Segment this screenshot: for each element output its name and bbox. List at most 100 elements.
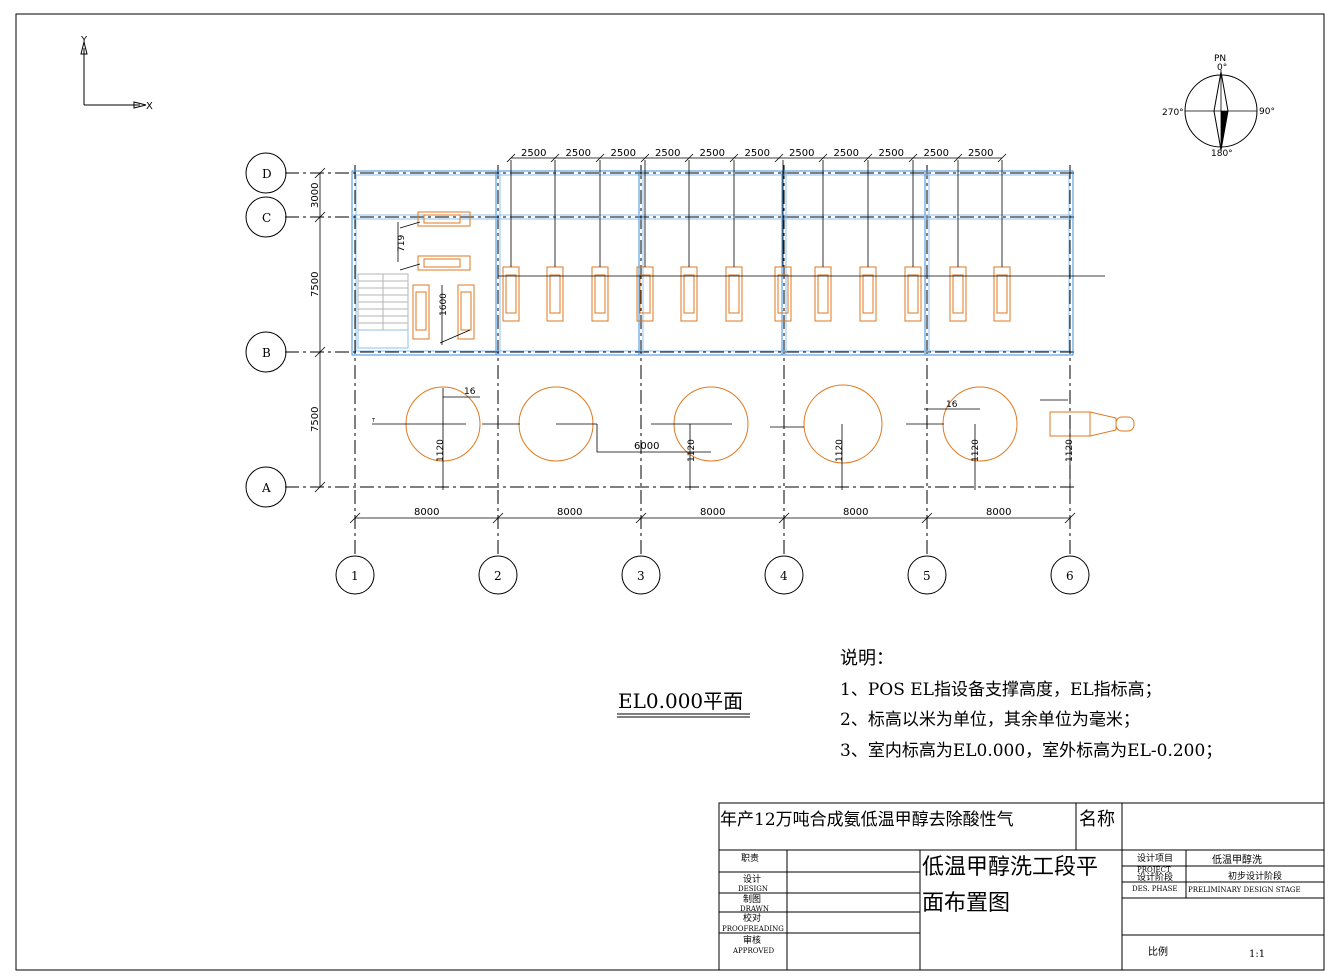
dim-col-3: 8000 [700, 507, 725, 518]
grid-col-label: 2 [494, 569, 502, 583]
approved-en: APPROVED [732, 947, 775, 955]
column-gridlines [354, 165, 1071, 555]
drawing-title-line-2: 面布置图 [922, 891, 1010, 916]
project-value: 低温甲醇洗 [1212, 853, 1262, 866]
dim-col-1: 8000 [414, 507, 439, 518]
dim-16-right: 16 [946, 400, 958, 410]
pump-8 [814, 160, 832, 322]
compass-90-label: 90° [1259, 107, 1275, 117]
design-en: DESIGN [738, 885, 768, 893]
dim-top-pitch: 2500 [879, 148, 904, 159]
dim-6000: 6000 [634, 441, 659, 452]
dim-1120-b: 1120 [687, 439, 697, 462]
compass-270-label: 270° [1162, 108, 1184, 118]
y-axis-label: Y [80, 35, 88, 46]
compass-0-label: 0° [1217, 63, 1227, 73]
grid-col-label: 1 [351, 569, 359, 583]
pump-2 [546, 160, 564, 322]
scale-value: 1:1 [1249, 949, 1265, 960]
tank-row [405, 384, 1135, 490]
plan-title: EL0.000平面 [618, 689, 743, 713]
phase-label-cn: 设计阶段 [1137, 871, 1173, 883]
dim-top-pitch: 2500 [789, 148, 814, 159]
scale-label: 比例 [1148, 945, 1168, 958]
grid-col-1: 1 [335, 555, 375, 595]
bottom-dimensions: 8000 8000 8000 8000 8000 [349, 507, 1076, 524]
grid-row-A: A [245, 466, 287, 508]
proof-cn: 校对 [743, 912, 761, 924]
pump-7 [774, 160, 792, 322]
dim-top-pitch: 2500 [745, 148, 770, 159]
svg-text:T: T [371, 418, 376, 424]
drawn-cn: 制图 [743, 893, 761, 905]
dim-1120-d: 1120 [971, 439, 981, 462]
notes-line-3: 3、室内标高为EL0.000，室外标高为EL-0.200； [840, 741, 1222, 761]
dim-col-2: 8000 [557, 507, 582, 518]
role-header: 职责 [741, 852, 759, 864]
compass-north-label: PN [1214, 54, 1226, 64]
approved-cn: 审核 [743, 934, 761, 946]
dim-1120-e: 1120 [1065, 439, 1075, 462]
dim-top-pitch: 2500 [700, 148, 725, 159]
phase-value-en: PRELIMINARY DESIGN STAGE [1188, 886, 1301, 894]
dim-1600: 1600 [439, 293, 449, 316]
horizontal-vessel [1049, 411, 1135, 437]
sheet-border [15, 13, 1325, 971]
grid-col-5: 5 [907, 555, 947, 595]
grid-col-4: 4 [764, 555, 804, 595]
name-label: 名称 [1079, 809, 1115, 830]
grid-row-label: B [262, 346, 271, 360]
dim-row-cb: 7500 [310, 272, 321, 297]
grid-row-D: D [245, 152, 287, 194]
left-dimensions: 3000 7500 7500 [310, 167, 326, 493]
grid-row-C: C [245, 196, 287, 238]
dim-col-4: 8000 [843, 507, 868, 518]
notes-line-1: 1、POS EL指设备支撑高度，EL指标高； [840, 680, 1162, 700]
pump-1 [502, 160, 520, 322]
notes-block: 说明： 1、POS EL指设备支撑高度，EL指标高； 2、标高以米为单位，其余单… [840, 648, 1222, 761]
xy-axis-indicator: Y X [80, 35, 153, 112]
project-name: 年产12万吨合成氨低温甲醇去除酸性气 [720, 810, 1014, 830]
small-dimensions: 719 1600 16 16 6000 1120 1120 1120 1120 … [397, 222, 1075, 462]
dim-1120-a: 1120 [436, 439, 446, 462]
grid-col-label: 5 [923, 569, 931, 583]
pump-6 [725, 160, 743, 322]
dim-top-pitch: 2500 [968, 148, 993, 159]
grid-col-label: 3 [637, 569, 645, 583]
dim-col-5: 8000 [986, 507, 1011, 518]
grid-row-label: D [262, 167, 272, 181]
grid-col-2: 2 [478, 555, 518, 595]
equipment-tags: T [371, 399, 1068, 428]
drawn-en: DRAWN [740, 905, 769, 913]
grid-row-label: A [261, 481, 271, 495]
compass-180-label: 180° [1211, 149, 1233, 159]
pump-10 [904, 160, 922, 322]
dim-top-pitch: 2500 [655, 148, 680, 159]
pump-9 [859, 160, 877, 322]
pump-row-main [502, 160, 1011, 322]
pump-group-left [399, 211, 475, 344]
grid-col-label: 4 [780, 569, 788, 583]
dim-row-dc: 3000 [310, 183, 321, 208]
pump-3 [591, 160, 609, 322]
grid-col-6: 6 [1050, 555, 1090, 595]
row-gridlines [285, 172, 1075, 488]
dim-top-pitch: 2500 [924, 148, 949, 159]
pump-12 [993, 160, 1011, 322]
proof-en: PROOFREADING [722, 925, 784, 933]
grid-col-3: 3 [621, 555, 661, 595]
title-block: 年产12万吨合成氨低温甲醇去除酸性气 名称 低温甲醇洗工段平 面布置图 职责 设… [718, 802, 1325, 971]
pump-11 [949, 160, 967, 322]
drawing-title-line-1: 低温甲醇洗工段平 [922, 855, 1098, 880]
compass-icon: PN 0° 90° 180° 270° [1162, 54, 1275, 159]
notes-line-2: 2、标高以米为单位，其余单位为毫米； [840, 710, 1140, 730]
dim-top-pitch: 2500 [834, 148, 859, 159]
dim-1120-c: 1120 [835, 439, 845, 462]
phase-label-en: DES. PHASE [1132, 885, 1178, 893]
dim-16-left: 16 [464, 387, 476, 397]
building-outline [351, 170, 1074, 356]
design-cn: 设计 [743, 873, 761, 885]
grid-row-label: C [262, 211, 271, 225]
